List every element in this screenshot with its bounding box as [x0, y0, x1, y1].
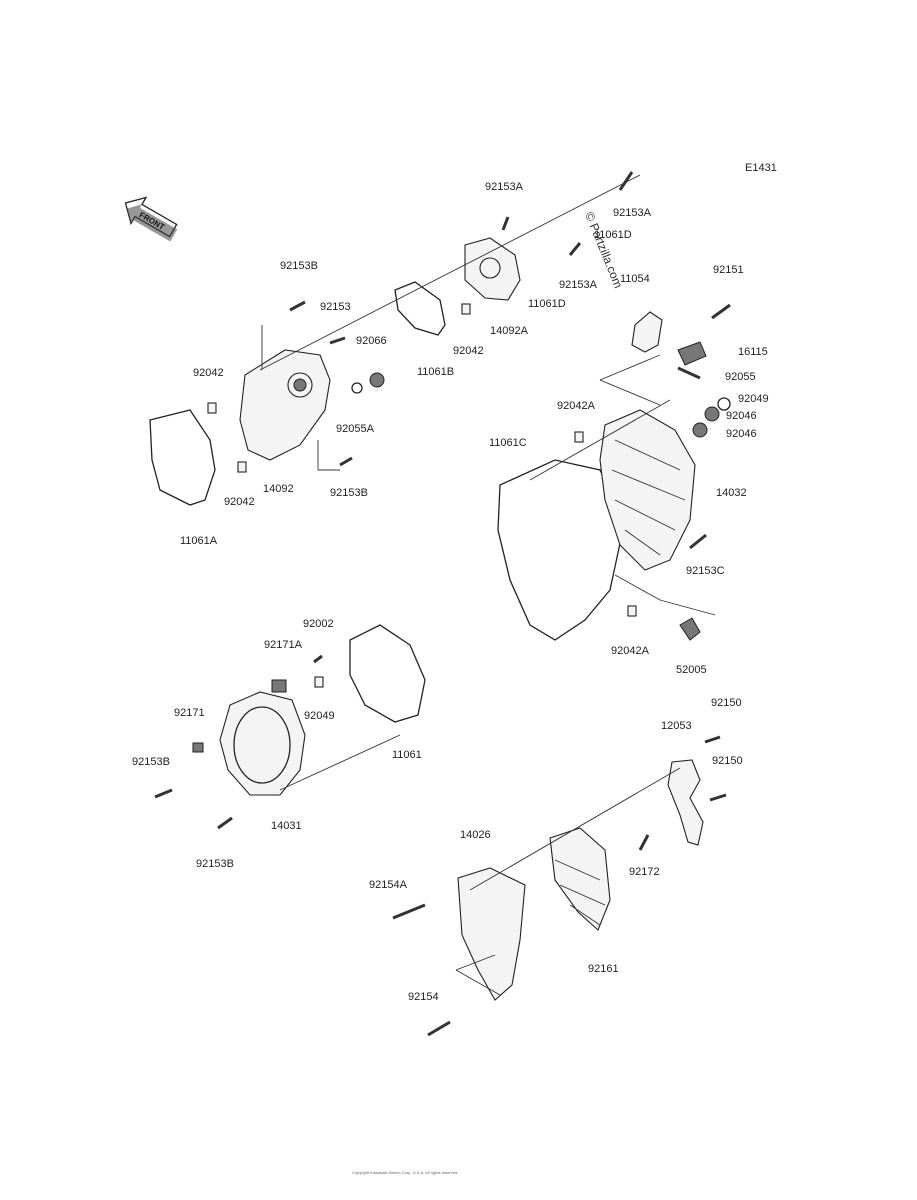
label-92153A-right: 92153A: [613, 207, 652, 219]
label-92154: 92154: [408, 991, 439, 1003]
label-11061C: 11061C: [489, 437, 527, 449]
label-14026: 14026: [460, 829, 491, 841]
diagram-code: E1431: [745, 162, 777, 174]
label-92172: 92172: [629, 866, 660, 878]
bolt-92153B-bottom: [217, 816, 233, 830]
assembly-line-lower: [469, 767, 681, 891]
bolt-92151: [711, 303, 731, 320]
bolt-92150-top: [704, 735, 721, 744]
cover-14092A-boss: [479, 257, 501, 279]
label-92153B-top: 92153B: [280, 260, 318, 272]
front-arrow-icon: FRONT: [124, 196, 178, 242]
gasket-11061: [349, 624, 426, 723]
bolt-92172: [638, 834, 650, 851]
label-92046-a: 92046: [726, 410, 757, 422]
pin-92049-b: [314, 676, 324, 688]
label-92153B-bottom: 92153B: [196, 858, 234, 870]
bolt-92002: [313, 654, 323, 664]
grommet-52005: [679, 617, 701, 641]
label-14031: 14031: [271, 820, 302, 832]
cover-14026: [457, 867, 526, 1001]
label-11061: 11061: [392, 749, 422, 761]
label-12053: 12053: [661, 720, 692, 732]
label-11054: 11054: [620, 273, 650, 285]
label-16115: 16115: [738, 346, 768, 358]
label-92153B-left: 92153B: [132, 756, 170, 768]
clamp-92171A: [271, 679, 287, 693]
pin-92042A-bottom: [627, 605, 637, 617]
cap-16115: [677, 341, 707, 366]
bolt-92153B-left: [154, 788, 173, 799]
cover-14092: [239, 349, 331, 461]
label-92171: 92171: [174, 707, 205, 719]
bolt-92153A-right: [618, 171, 634, 191]
bolt-92153C: [689, 533, 707, 550]
guard-92161: [549, 827, 611, 931]
bolt-92150-b: [709, 793, 727, 802]
gasket-11061A: [149, 409, 216, 506]
label-92066: 92066: [356, 335, 387, 347]
pin-92042-mid: [461, 303, 471, 315]
label-92161: 92161: [588, 963, 619, 975]
plug-92046-a: [704, 406, 720, 422]
assembly-line-upper: [259, 174, 641, 371]
spring-92055: [677, 366, 701, 380]
label-14092: 14092: [263, 483, 294, 495]
bolt-92154A: [392, 903, 426, 920]
label-92151: 92151: [713, 264, 744, 276]
label-92042A-top: 92042A: [557, 400, 596, 412]
bolt-92153: [329, 336, 346, 345]
label-11061D-a: 11061D: [594, 229, 632, 241]
oring-92055A: [351, 382, 363, 394]
label-92042-left: 92042: [193, 367, 224, 379]
gasket-11061B: [394, 281, 446, 336]
copyright-text: Copyright Kawasaki Motors Corp. U.S.A. A…: [352, 1170, 458, 1175]
label-92153: 92153: [320, 301, 351, 313]
pin-92042-left: [207, 402, 217, 414]
bolt-92154: [427, 1020, 451, 1037]
bolt-92153A-top: [501, 216, 510, 231]
label-14092A: 14092A: [490, 325, 529, 337]
label-92049-b: 92049: [304, 710, 335, 722]
cover-14092-hole: [293, 378, 307, 392]
label-92153B-mid: 92153B: [330, 487, 368, 499]
bolt-92153B-mid: [339, 456, 353, 467]
label-11061B: 11061B: [417, 366, 454, 378]
label-92150-top: 92150: [711, 697, 742, 709]
bolt-92153A-mid: [568, 242, 582, 256]
label-92171A: 92171A: [264, 639, 303, 651]
cover-14032: [599, 409, 696, 571]
label-92153C: 92153C: [686, 565, 725, 577]
label-92055A: 92055A: [336, 423, 375, 435]
label-14032: 14032: [716, 487, 747, 499]
label-11061A: 11061A: [180, 535, 218, 547]
bolt-92153B-top: [289, 300, 306, 312]
label-92153A-mid: 92153A: [559, 279, 598, 291]
label-92153A-top: 92153A: [485, 181, 524, 193]
label-92046-b: 92046: [726, 428, 757, 440]
seal-92066: [369, 372, 385, 388]
bracket-12053: [667, 759, 704, 846]
label-92042-a: 92042: [453, 345, 484, 357]
label-92049: 92049: [738, 393, 769, 405]
pin-92042-bottom: [237, 461, 247, 473]
label-92042-bottom: 92042: [224, 496, 255, 508]
label-52005: 52005: [676, 664, 707, 676]
label-11061D-b: 11061D: [528, 298, 566, 310]
plug-92046-b: [692, 422, 708, 438]
bracket-11054: [631, 311, 663, 353]
clamp-92171: [192, 742, 204, 753]
gasket-11061C: [497, 459, 626, 641]
assembly-line-right: [529, 399, 671, 481]
label-92154A: 92154A: [369, 879, 408, 891]
label-92002: 92002: [303, 618, 334, 630]
assembly-line-middle: [279, 734, 401, 791]
label-92042A-bottom: 92042A: [611, 645, 650, 657]
washer-92049: [717, 397, 731, 411]
label-92150-b: 92150: [712, 755, 743, 767]
pin-92042A-top: [574, 431, 584, 443]
label-92055: 92055: [725, 371, 756, 383]
